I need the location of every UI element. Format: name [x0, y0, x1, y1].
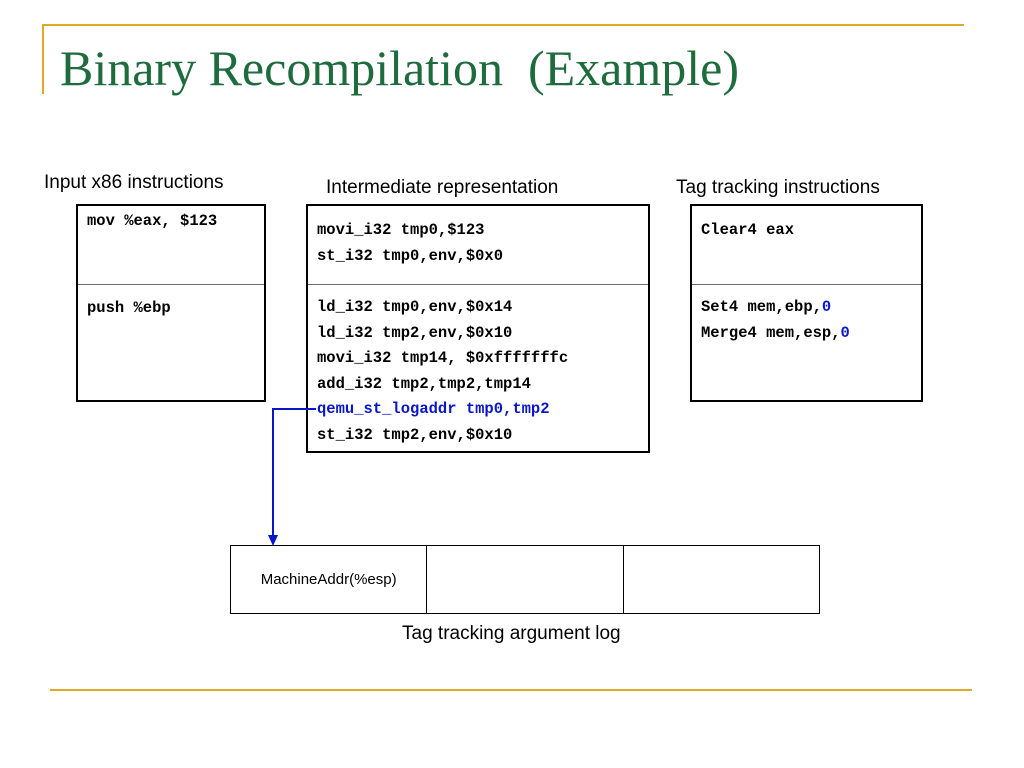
ir-line: ld_i32 tmp0,env,$0x14 [317, 298, 513, 316]
tag-line-text: Merge4 mem,esp, [701, 323, 841, 342]
tag-cell-clear: Clear4 eax [692, 218, 921, 244]
tag-column-label: Tag tracking instructions [676, 177, 880, 198]
top-accent-line [42, 24, 964, 26]
input-line: mov %eax, $123 [87, 212, 218, 230]
tag-instructions-panel: Clear4 eax Set4 mem,ebp,0 Merge4 mem,esp… [690, 204, 923, 402]
ir-cell-divider [308, 284, 648, 285]
tag-line: Merge4 mem,esp,0 [701, 321, 921, 347]
tag-line-text: Set4 mem,ebp, [701, 298, 822, 316]
argument-log-caption: Tag tracking argument log [402, 623, 621, 644]
ir-panel: movi_i32 tmp0,$123 st_i32 tmp0,env,$0x0 … [306, 204, 650, 453]
tag-line-value: 0 [840, 323, 850, 342]
ir-line: add_i32 tmp2,tmp2,tmp14 [317, 374, 531, 393]
input-cell-push: push %ebp [78, 296, 264, 322]
argument-log-cell: MachineAddr(%esp) [260, 571, 397, 588]
ir-line: movi_i32 tmp14, $0xfffffffc [317, 349, 569, 367]
ir-cell-group-1: movi_i32 tmp0,$123 st_i32 tmp0,env,$0x0 [308, 218, 648, 269]
bottom-accent-line [50, 689, 972, 691]
argument-log-table: MachineAddr(%esp) [230, 545, 820, 614]
ir-cell-group-2: ld_i32 tmp0,env,$0x14 ld_i32 tmp2,env,$0… [308, 295, 648, 448]
ir-line-logaddr: qemu_st_logaddr tmp0,tmp2 [317, 400, 550, 418]
tag-cell-set-merge: Set4 mem,ebp,0 Merge4 mem,esp,0 [692, 295, 921, 346]
tag-cell-divider [692, 284, 921, 285]
input-instructions-panel: mov %eax, $123 push %ebp [76, 204, 266, 402]
argument-log-cell [426, 546, 622, 613]
tag-line: Set4 mem,ebp,0 [701, 295, 921, 321]
input-line: push %ebp [87, 299, 171, 317]
tag-line-value: 0 [821, 298, 832, 316]
ir-line: st_i32 tmp0,env,$0x0 [317, 246, 504, 265]
tag-line: Clear4 eax [701, 221, 795, 239]
ir-line: st_i32 tmp2,env,$0x10 [317, 425, 513, 444]
input-column-label: Input x86 instructions [44, 172, 224, 193]
input-cell-divider [78, 284, 264, 285]
left-accent-line [42, 24, 44, 94]
argument-log-cell [622, 546, 819, 613]
slide-title: Binary Recompilation (Example) [60, 40, 739, 96]
ir-line: movi_i32 tmp0,$123 [317, 221, 485, 239]
ir-column-label: Intermediate representation [326, 177, 559, 198]
input-cell-mov: mov %eax, $123 [78, 209, 264, 235]
ir-line: ld_i32 tmp2,env,$0x10 [317, 323, 513, 342]
